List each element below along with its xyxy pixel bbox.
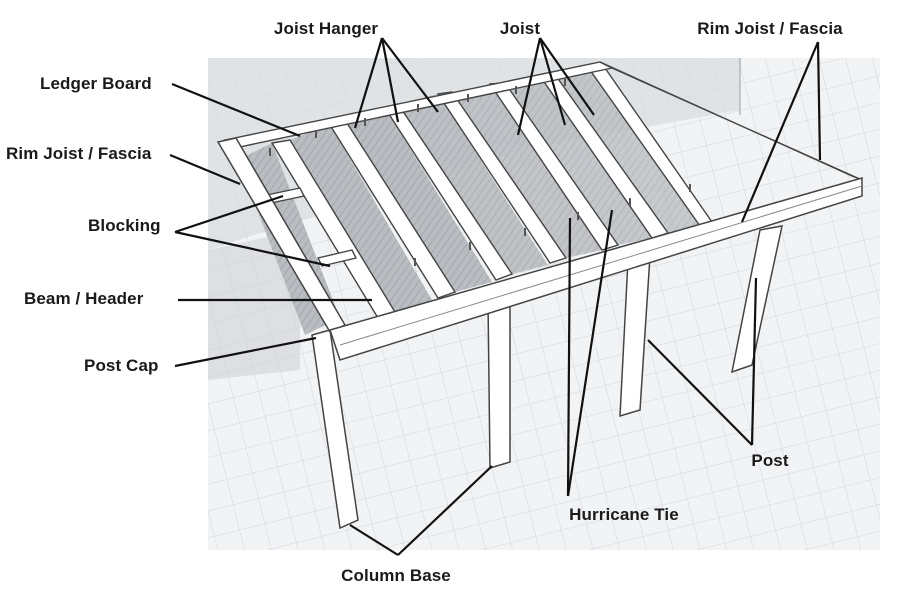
- post-front-left: [311, 329, 359, 530]
- hardware-ticks: [269, 78, 691, 266]
- leader-post-1: [647, 339, 753, 446]
- leader-blocking-2: [174, 230, 331, 268]
- leader-column-base-2: [397, 465, 493, 556]
- leader-hurricane-1: [566, 217, 572, 497]
- leader-joist-3: [539, 37, 595, 116]
- leader-joist-hanger-1: [353, 37, 384, 129]
- post-front-mid: [487, 295, 511, 470]
- leader-rim-top-1: [740, 41, 820, 223]
- label-joist-hanger: Joist Hanger: [273, 19, 379, 38]
- label-blocking: Blocking: [88, 216, 161, 235]
- label-column-base: Column Base: [341, 566, 451, 585]
- post-back-right: [731, 225, 783, 374]
- leader-rim-left: [169, 153, 241, 186]
- label-joist: Joist: [499, 19, 541, 38]
- leader-hurricane-2: [566, 209, 614, 497]
- label-ledger-board: Ledger Board: [40, 74, 152, 93]
- leader-rim-top-2: [816, 41, 822, 161]
- leader-post-cap: [174, 336, 317, 368]
- leader-joist-hanger-2: [380, 37, 400, 123]
- label-rim-joist-fascia-top: Rim Joist / Fascia: [697, 19, 843, 38]
- leader-joist-hanger-3: [381, 37, 439, 113]
- label-post: Post: [751, 451, 789, 470]
- beam-header: [329, 177, 863, 361]
- leader-joist-1: [516, 37, 542, 136]
- leader-column-base-1: [349, 524, 399, 556]
- label-hurricane-tie: Hurricane Tie: [569, 505, 679, 524]
- leader-ledger: [171, 82, 301, 138]
- label-post-cap: Post Cap: [84, 356, 159, 375]
- leader-joist-2: [538, 37, 567, 126]
- leader-post-2: [750, 277, 758, 446]
- leader-blocking-1: [174, 194, 284, 234]
- label-beam-header: Beam / Header: [24, 289, 144, 308]
- posts: [311, 225, 783, 530]
- leader-lines: [169, 37, 822, 556]
- joists: [270, 67, 714, 319]
- label-rim-joist-fascia-left: Rim Joist / Fascia: [6, 144, 152, 163]
